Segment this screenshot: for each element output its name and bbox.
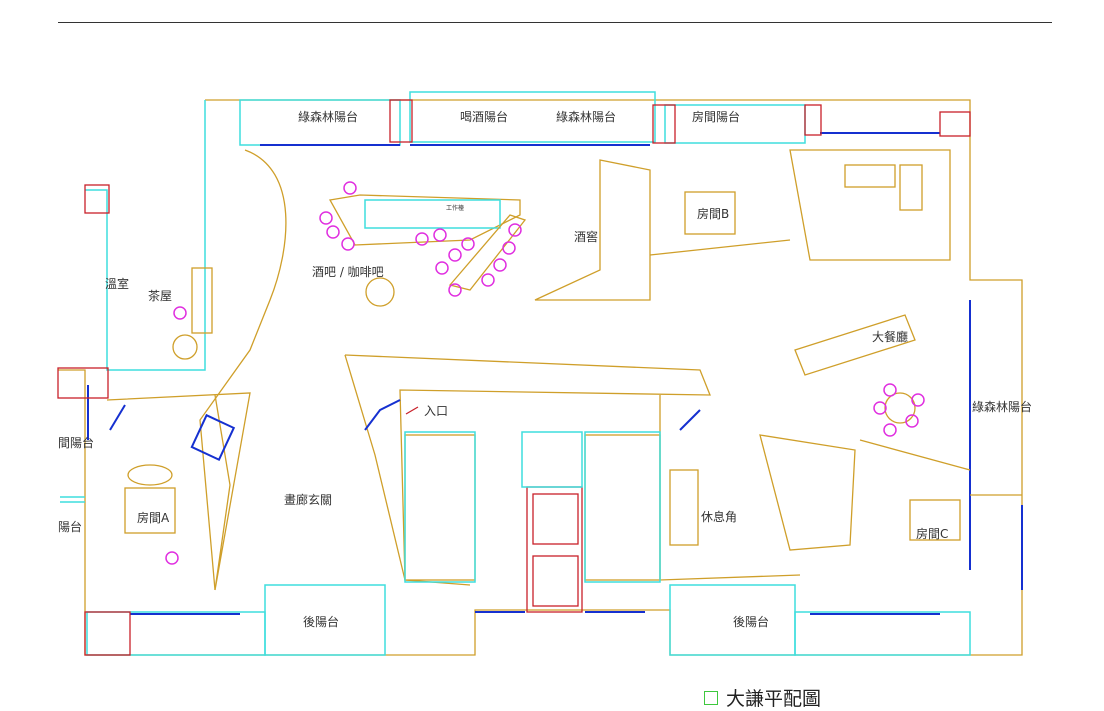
bar-chairs xyxy=(165,181,925,565)
top-rule xyxy=(58,22,1052,23)
label-balcony-forest-1: 綠森林陽台 xyxy=(298,109,358,124)
label-left-balcony-1: 間陽台 xyxy=(58,435,94,450)
columns xyxy=(57,99,971,656)
label-back-balcony-1: 後陽台 xyxy=(303,614,339,629)
label-balcony-forest-right: 綠森林陽台 xyxy=(972,399,1032,414)
label-greenhouse: 溫室 xyxy=(105,276,129,291)
label-lounge: 休息角 xyxy=(701,509,737,524)
label-tea-house: 茶屋 xyxy=(148,288,172,303)
label-entrance: 入口 xyxy=(424,404,448,418)
plan-title-text: 大謙平配圖 xyxy=(726,688,822,710)
label-room-b: 房間B xyxy=(697,206,729,221)
label-bar-cafe: 酒吧 / 咖啡吧 xyxy=(312,264,384,279)
label-room-c: 房間C xyxy=(916,526,948,541)
entrance-arrow-icon xyxy=(405,406,419,415)
label-dining: 大餐廳 xyxy=(872,329,908,344)
label-balcony-room: 房間陽台 xyxy=(692,109,740,124)
label-balcony-drink: 喝酒陽台 xyxy=(460,109,508,124)
label-room-a: 房間A xyxy=(137,510,170,525)
interior-walls xyxy=(106,149,1022,607)
label-left-balcony-2: 陽台 xyxy=(58,519,82,534)
label-workbench: 工作檯 xyxy=(446,204,464,212)
label-gallery-foyer: 畫廊玄關 xyxy=(284,492,332,507)
legend-square-icon xyxy=(704,690,718,705)
label-wine-cellar: 酒窖 xyxy=(574,229,598,244)
label-balcony-forest-2: 綠森林陽台 xyxy=(556,109,616,124)
outer-walls xyxy=(58,91,1023,656)
furniture xyxy=(124,164,961,546)
plan-title: 大謙平配圖 xyxy=(704,684,821,711)
label-back-balcony-2: 後陽台 xyxy=(733,614,769,629)
